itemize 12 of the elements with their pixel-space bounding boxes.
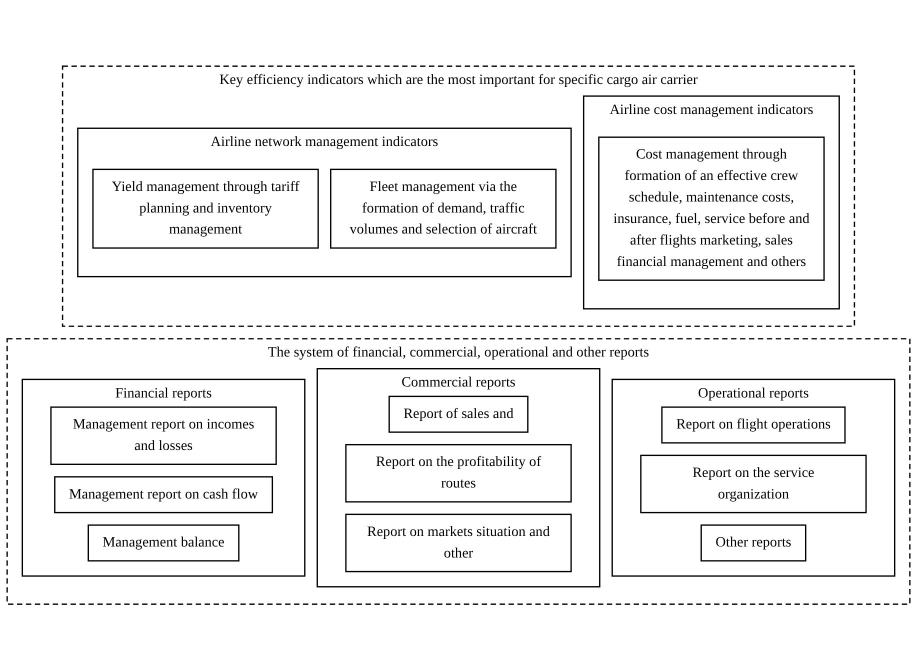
node-box: Management report on incomes and losses	[50, 406, 277, 466]
node-box: Report on markets situation and other	[345, 514, 572, 573]
node-box: Management balance	[88, 524, 240, 562]
node-box: Report on flight operations	[661, 406, 846, 444]
node-box: Cost management through formation of an effective crew schedule, maintenance costs, insurance, fuel, service before and after flights marketing, sales financial management and others	[598, 136, 825, 282]
node-box: Management report on cash flow	[54, 476, 274, 514]
node-box: Fleet management via the formation of demand, traffic volumes and selection of aircraft	[330, 169, 557, 250]
node-box: Report on the profitability of routes	[345, 444, 572, 503]
node-box: Yield management through tariff planning and inventory management	[92, 169, 319, 250]
node-box: Report of sales and	[388, 396, 528, 434]
node-box: Report on the service organization	[640, 455, 867, 514]
node-box: Other reports	[700, 524, 806, 562]
